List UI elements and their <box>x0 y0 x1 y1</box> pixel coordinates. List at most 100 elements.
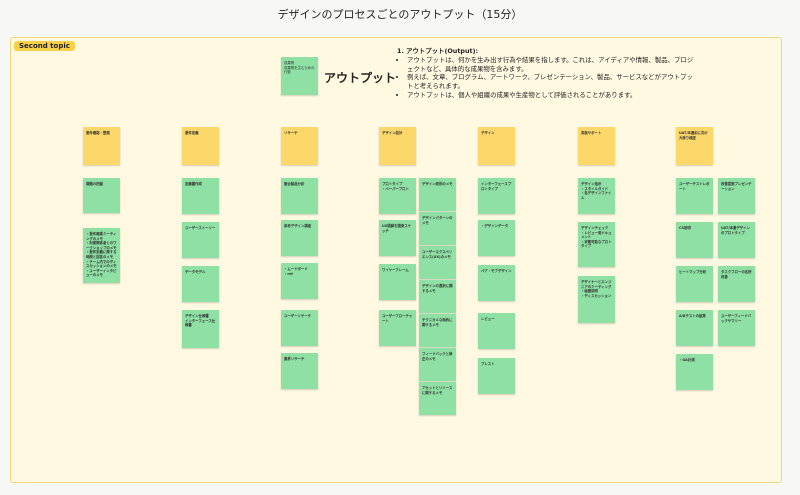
sticky-text: A/Bテストの結果 <box>679 314 706 318</box>
sticky-note[interactable]: ・ムードボード ・ref <box>281 263 318 299</box>
sticky-text: デザインチェック ・レビュー用ドキュメント ・状態可能なプロトタイプ <box>581 226 612 249</box>
output-bullet: アウトプットは、何かを生み出す行為や結果を指します。これは、アイディアや情報、製… <box>407 56 697 74</box>
sticky-note[interactable]: ユーザーテストレポート <box>676 178 713 214</box>
sticky-text: ペア・モブデザイン <box>481 269 512 273</box>
sticky-text: デザイン仕様書 インターフェース仕様書 <box>185 314 216 328</box>
sticky-note-header[interactable]: デザイン <box>478 127 515 165</box>
sticky-text: レビュー <box>481 317 495 321</box>
sticky-text: インターフェースプロトタイプ <box>481 182 512 191</box>
sticky-note[interactable]: 競合製品分析 <box>281 178 318 214</box>
sticky-note[interactable]: 課題の把握 <box>83 178 120 213</box>
sticky-note-output[interactable]: 成果物 成果物を生むための行動 <box>281 57 318 95</box>
sticky-text: アセットとリソースに関するメモ <box>422 386 453 395</box>
sticky-note-header[interactable]: 実装サポート <box>578 127 615 165</box>
sticky-note[interactable]: 業界リサーチ <box>281 353 318 389</box>
sticky-text: ユーザーフィードバックサマリー <box>721 314 752 323</box>
sticky-text: ユーザーフローチャート <box>382 314 413 323</box>
sticky-text: 改善提案プレゼンテーション <box>721 182 752 191</box>
sticky-text: CS説明 <box>679 226 691 230</box>
sticky-note[interactable]: インターフェースプロトタイプ <box>478 178 515 214</box>
sticky-text: UX図解を図案スケッチ <box>382 224 412 233</box>
sticky-text: デザイン設計 <box>382 131 403 135</box>
sticky-note[interactable]: ユーザーエクスペリエンス(UX)のメモ <box>419 246 456 279</box>
sticky-text: リサーチ <box>284 131 298 135</box>
sticky-note[interactable]: ヒートマップ分析 <box>676 266 713 302</box>
sticky-note[interactable]: ユーザーフローチャート <box>379 310 416 346</box>
sticky-note[interactable]: 改善提案プレゼンテーション <box>718 178 755 214</box>
sticky-text: データモデル <box>185 270 206 274</box>
sticky-note[interactable]: ユーザーフィードバックサマリー <box>718 310 755 346</box>
board-title: デザインのプロセスごとのアウトプット（15分） <box>277 8 523 21</box>
section-label[interactable]: Second topic <box>14 41 75 51</box>
sticky-note[interactable]: データモデル <box>182 266 219 302</box>
sticky-note[interactable]: プレスト <box>478 358 515 394</box>
sticky-text: デザイン <box>481 131 495 135</box>
sticky-text: デザイン原則のメモ <box>422 182 453 186</box>
sticky-text: ・デザインデータ <box>481 224 509 228</box>
sticky-note[interactable]: デザインの選択に関するメモ <box>419 280 456 313</box>
sticky-text: ユーザーエクスペリエンス(UX)のメモ <box>422 250 453 259</box>
sticky-text: デザインパターンのメモ <box>422 216 453 225</box>
section-frame[interactable]: Second topic <box>10 37 782 483</box>
sticky-note[interactable]: フィードバックと修正のメモ <box>419 348 456 381</box>
sticky-note[interactable]: デザイナーとエンジニアのミーティング ・画面説明 ・ディスカッション <box>578 276 615 323</box>
sticky-note[interactable]: ・デザインデータ <box>478 220 515 256</box>
sticky-note[interactable]: デザインチェック ・レビュー用ドキュメント ・状態可能なプロトタイプ <box>578 222 615 267</box>
sticky-note-header[interactable]: 要件確認・整理 <box>83 127 120 165</box>
sticky-text: UAT/本番前に向け大掛り検証 <box>679 131 708 140</box>
sticky-note-header[interactable]: リサーチ <box>281 127 318 165</box>
output-bullet: アウトプットは、個人や組織の成果や生産物として評価されることがあります。 <box>407 91 697 100</box>
sticky-text: ユーザーテストレポート <box>679 182 710 191</box>
sticky-note[interactable]: A/Bテストの結果 <box>676 310 713 346</box>
sticky-text: デザインの選択に関するメモ <box>422 284 453 293</box>
sticky-text: 競合製品分析 <box>284 182 305 186</box>
sticky-note[interactable]: レビュー <box>478 313 515 349</box>
sticky-note[interactable]: CS説明 <box>676 222 713 258</box>
sticky-note[interactable]: ・GA計測 <box>676 354 713 390</box>
sticky-note[interactable]: アセットとリソースに関するメモ <box>419 382 456 415</box>
sticky-text: ・要件確認ミーティングのメモ ・利害関係者とのワークショップのメモ ・要件定義に… <box>86 232 117 278</box>
sticky-text: ・GA計測 <box>679 358 695 362</box>
sticky-text: 課題の把握 <box>86 182 103 186</box>
sticky-text: 定義書作成 <box>185 182 202 186</box>
sticky-text: デザイナーとエンジニアのミーティング ・画面説明 ・ディスカッション <box>581 280 612 298</box>
sticky-note[interactable]: デザインパターンのメモ <box>419 212 456 245</box>
sticky-text: プロトタイプ ・ペーパープロト <box>382 182 409 191</box>
sticky-text: ヒートマップ分析 <box>679 270 707 274</box>
sticky-note[interactable]: ユーザーストーリー <box>182 222 219 258</box>
sticky-note[interactable]: デザイン仕様書 インターフェース仕様書 <box>182 310 219 348</box>
output-description-heading: 1. アウトプット(Output): <box>397 47 479 55</box>
sticky-text: ユーザーストーリー <box>185 226 216 230</box>
sticky-note[interactable]: UAT/本番デザインのプロトタイプ <box>718 222 755 258</box>
sticky-note-header[interactable]: 要件定義 <box>182 127 219 165</box>
sticky-text: UAT/本番デザインのプロトタイプ <box>721 226 750 235</box>
output-description[interactable]: 1. アウトプット(Output): アウトプットは、何かを生み出す行為や結果を… <box>397 47 697 100</box>
sticky-note[interactable]: ユーザーリサーチ <box>281 310 318 346</box>
sticky-text: ・ムードボード ・ref <box>284 267 308 276</box>
sticky-text: 要件定義 <box>185 131 199 135</box>
sticky-note[interactable]: UX図解を図案スケッチ <box>379 220 416 256</box>
sticky-note[interactable]: タスクフローの各所改善 <box>718 266 755 302</box>
sticky-text: 参考デザイン調査 <box>284 224 312 228</box>
sticky-note[interactable]: ペア・モブデザイン <box>478 265 515 301</box>
output-bullet: 例えば、文章、プログラム、アートワーク、プレゼンテーション、製品、サービスなどが… <box>407 73 697 91</box>
sticky-text: テクニカルな制約に関するメモ <box>422 318 453 327</box>
output-heading: アウトプット <box>324 71 397 85</box>
sticky-note[interactable]: ワイヤーフレーム <box>379 264 416 300</box>
sticky-note[interactable]: デザイン指示 ・スタイルガイド ・各デザインファイル <box>578 178 615 214</box>
sticky-note[interactable]: 定義書作成 <box>182 178 219 214</box>
sticky-note[interactable]: 参考デザイン調査 <box>281 220 318 256</box>
sticky-note-header[interactable]: UAT/本番前に向け大掛り検証 <box>676 127 713 165</box>
sticky-note[interactable]: テクニカルな制約に関するメモ <box>419 314 456 347</box>
sticky-text: デザイン指示 ・スタイルガイド ・各デザインファイル <box>581 182 612 200</box>
sticky-text: 業界リサーチ <box>284 357 305 361</box>
sticky-note[interactable]: デザイン原則のメモ <box>419 178 456 211</box>
sticky-note-header[interactable]: デザイン設計 <box>379 127 416 165</box>
sticky-text: タスクフローの各所改善 <box>721 270 752 279</box>
sticky-note[interactable]: ・要件確認ミーティングのメモ ・利害関係者とのワークショップのメモ ・要件定義に… <box>83 228 120 283</box>
sticky-text: 成果物 成果物を生むための行動 <box>284 61 315 75</box>
sticky-note[interactable]: プロトタイプ ・ペーパープロト <box>379 178 416 214</box>
sticky-text: プレスト <box>481 362 495 366</box>
sticky-text: ワイヤーフレーム <box>382 268 409 272</box>
sticky-text: 実装サポート <box>581 131 602 135</box>
